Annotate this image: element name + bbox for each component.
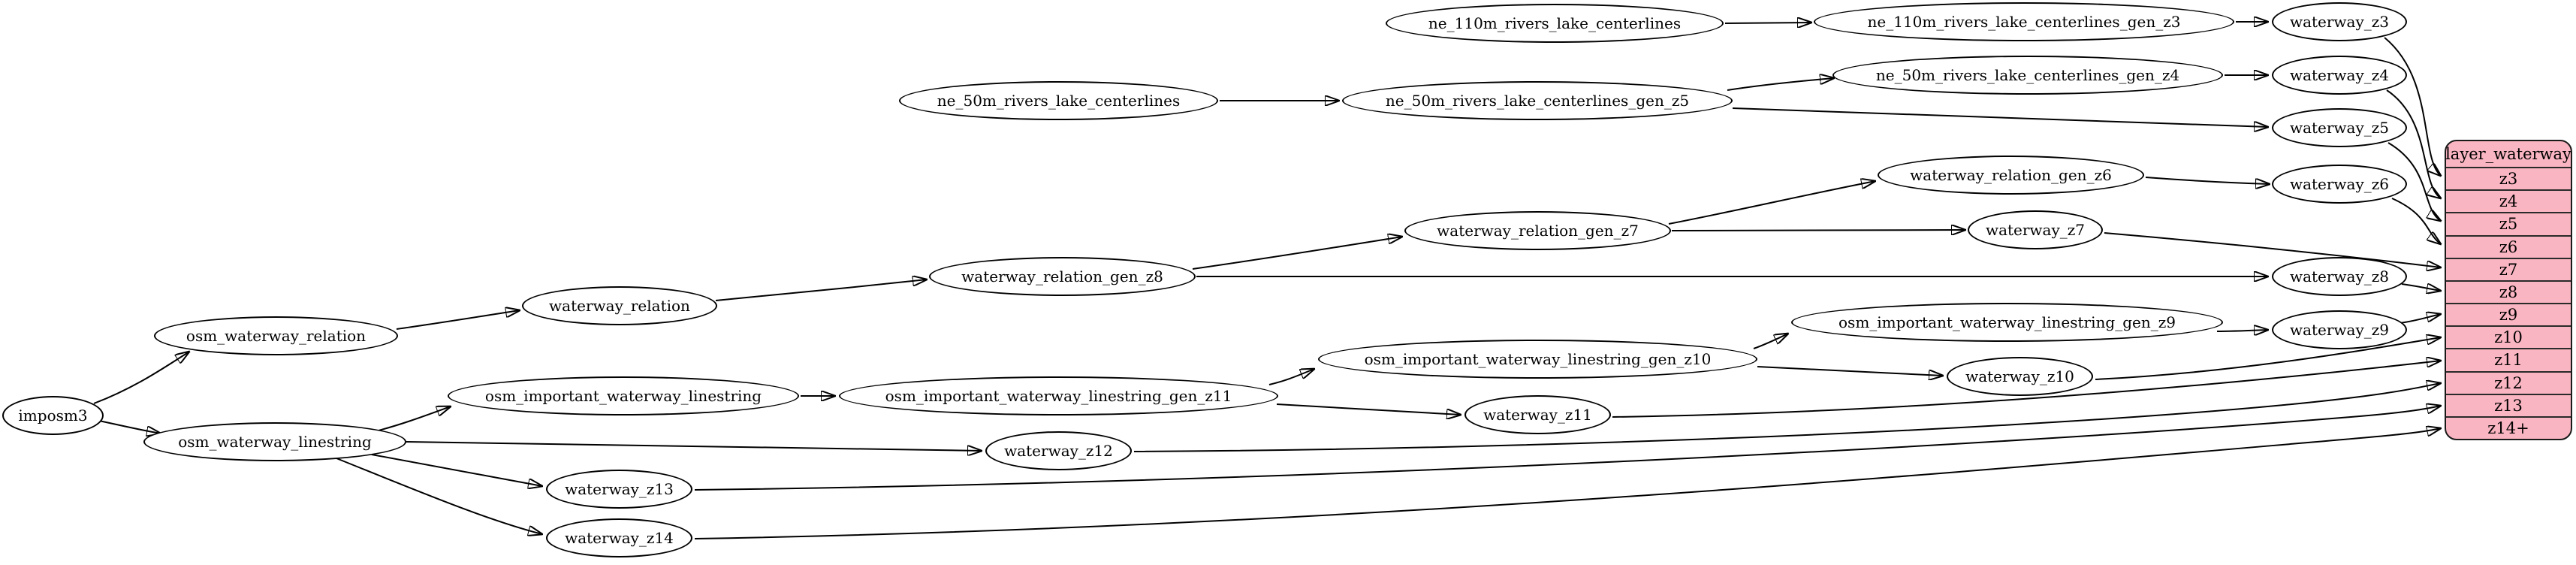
- edge-osm_waterway_relation-waterway_relation: [396, 310, 520, 330]
- edge-waterway_z5-row-z5: [2387, 142, 2441, 221]
- edge-imposm3-osm_waterway_relation: [93, 352, 189, 404]
- node-waterway_z6: waterway_z6: [2272, 165, 2407, 204]
- edge-waterway_relation_gen_z6-waterway_z6: [2145, 177, 2270, 184]
- edge-waterway_z8-row-z8: [2401, 284, 2441, 291]
- table-row-z3: z3: [2446, 167, 2571, 189]
- edge-waterway_relation_gen_z8-waterway_relation_gen_z7: [1192, 237, 1402, 270]
- edge-waterway_relation_gen_z7-waterway_relation_gen_z6: [1668, 181, 1875, 225]
- node-waterway_relation: waterway_relation: [522, 286, 717, 325]
- edge-waterway_z4-row-z4: [2386, 89, 2441, 198]
- layer-waterway-table: layer_waterway z3 z4 z5 z6 z7 z8 z9 z10 …: [2445, 140, 2572, 440]
- edge-waterway_z14-row-z14plus: [694, 428, 2441, 539]
- edge-waterway_z11-row-z11: [1612, 361, 2441, 418]
- edge-waterway_z3-row-z3: [2384, 37, 2441, 176]
- node-ne_50m_rivers_lake_centerlines_gen_z5: ne_50m_rivers_lake_centerlines_gen_z5: [1342, 81, 1733, 120]
- edge-waterway_z10-row-z10: [2095, 337, 2441, 380]
- table-row-z5: z5: [2446, 212, 2571, 234]
- table-row-z14plus: z14+: [2446, 415, 2571, 439]
- node-waterway_relation_gen_z6: waterway_relation_gen_z6: [1878, 156, 2144, 195]
- node-osm_important_waterway_linestring_gen_z10: osm_important_waterway_linestring_gen_z1…: [1318, 340, 1757, 379]
- edge-waterway_z12-row-z12: [1133, 383, 2441, 452]
- edge-osm_waterway_linestring-waterway_z12: [406, 441, 982, 451]
- table-row-z8: z8: [2446, 279, 2571, 303]
- node-osm_important_waterway_linestring: osm_important_waterway_linestring: [448, 376, 799, 415]
- edge-imposm3-osm_waterway_linestring: [98, 420, 161, 434]
- node-waterway_z7: waterway_z7: [1968, 210, 2103, 249]
- edge-gen_z11-waterway_z11: [1276, 403, 1461, 415]
- node-osm_important_waterway_linestring_gen_z11: osm_important_waterway_linestring_gen_z1…: [839, 376, 1278, 415]
- node-ne_50m_rivers_lake_centerlines_gen_z4: ne_50m_rivers_lake_centerlines_gen_z4: [1832, 56, 2223, 95]
- edge-gen_z9-waterway_z9: [2216, 330, 2268, 331]
- node-waterway_z13: waterway_z13: [546, 470, 692, 509]
- edge-gen_z10-waterway_z10: [1757, 366, 1943, 376]
- edge-waterway_z13-row-z13: [694, 406, 2441, 491]
- node-waterway_z12: waterway_z12: [985, 431, 1132, 470]
- edge-gen_z11-gen_z10: [1268, 369, 1314, 385]
- node-waterway_z3: waterway_z3: [2272, 2, 2407, 41]
- edge-osm_waterway_linestring-osm_important_waterway_linestring: [375, 406, 451, 432]
- table-row-z4: z4: [2446, 189, 2571, 212]
- node-osm_waterway_linestring: osm_waterway_linestring: [143, 422, 406, 461]
- edge-osm_waterway_linestring-waterway_z14: [336, 458, 542, 534]
- node-imposm3: imposm3: [2, 396, 104, 435]
- node-waterway_relation_gen_z8: waterway_relation_gen_z8: [929, 257, 1196, 296]
- node-waterway_z9: waterway_z9: [2272, 310, 2407, 349]
- node-ne_50m_rivers_lake_centerlines: ne_50m_rivers_lake_centerlines: [899, 81, 1218, 120]
- edge-gen_z10-gen_z9: [1753, 334, 1788, 349]
- node-waterway_z14: waterway_z14: [546, 518, 692, 557]
- node-waterway_z11: waterway_z11: [1464, 395, 1611, 434]
- edge-osm_waterway_linestring-waterway_z13: [371, 454, 542, 486]
- node-waterway_relation_gen_z7: waterway_relation_gen_z7: [1404, 211, 1671, 250]
- table-row-z13: z13: [2446, 393, 2571, 416]
- edge-waterway_z6-row-z6: [2391, 198, 2441, 244]
- node-ne_110m_rivers_lake_centerlines_gen_z3: ne_110m_rivers_lake_centerlines_gen_z3: [1814, 2, 2234, 41]
- node-waterway_z4: waterway_z4: [2272, 56, 2407, 95]
- node-ne_110m_rivers_lake_centerlines: ne_110m_rivers_lake_centerlines: [1386, 4, 1724, 43]
- node-waterway_z8: waterway_z8: [2272, 257, 2407, 296]
- table-row-z11: z11: [2446, 348, 2571, 370]
- edge-waterway_relation_gen_z7-waterway_z7: [1671, 230, 1965, 231]
- node-waterway_z5: waterway_z5: [2272, 108, 2407, 147]
- edge-ne_50m_gen_z5-waterway_z5: [1732, 107, 2268, 127]
- node-osm_important_waterway_linestring_gen_z9: osm_important_waterway_linestring_gen_z9: [1791, 303, 2223, 342]
- node-waterway_z10: waterway_z10: [1947, 357, 2093, 396]
- edge-waterway_z9-row-z9: [2399, 314, 2441, 324]
- table-row-z10: z10: [2446, 325, 2571, 348]
- table-row-z7: z7: [2446, 257, 2571, 280]
- edge-waterway_relation-waterway_relation_gen_z8: [715, 279, 927, 301]
- edge-waterway_z7-row-z7: [2104, 232, 2441, 267]
- table-row-z9: z9: [2446, 303, 2571, 325]
- table-row-z12: z12: [2446, 370, 2571, 394]
- edge-ne_50m_gen_z5-gen_z4: [1727, 78, 1834, 91]
- node-osm_waterway_relation: osm_waterway_relation: [154, 316, 398, 355]
- table-row-z6: z6: [2446, 234, 2571, 258]
- table-header: layer_waterway: [2445, 145, 2571, 163]
